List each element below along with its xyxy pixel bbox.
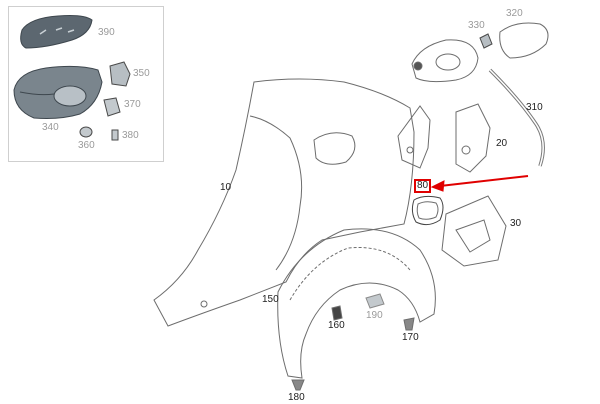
part-150-liner xyxy=(277,228,436,379)
highlight-arrow-head xyxy=(430,180,445,192)
part-160-clip xyxy=(331,305,343,321)
part-360-plug xyxy=(79,126,93,138)
part-190-clip xyxy=(365,293,385,309)
callout-390[interactable]: 390 xyxy=(98,27,115,38)
callout-20[interactable]: 20 xyxy=(496,138,508,149)
callout-10[interactable]: 10 xyxy=(220,182,232,193)
callout-30[interactable]: 30 xyxy=(510,218,522,229)
part-390-cover xyxy=(20,15,93,49)
part-10-quarter-panel xyxy=(153,78,415,327)
part-180-fastener xyxy=(291,379,305,391)
part-330-clip xyxy=(479,33,493,49)
part-370-actuator xyxy=(103,97,121,117)
callout-150[interactable]: 150 xyxy=(262,294,279,305)
callout-320[interactable]: 320 xyxy=(506,8,523,19)
callout-340[interactable]: 340 xyxy=(42,122,59,133)
callout-350[interactable]: 350 xyxy=(133,68,150,79)
part-350-latch xyxy=(109,61,131,87)
callout-160[interactable]: 160 xyxy=(328,320,345,331)
part-380-pin xyxy=(111,129,119,141)
part-80-gasket xyxy=(411,195,444,226)
callout-170[interactable]: 170 xyxy=(402,332,419,343)
part-20-bracket xyxy=(455,103,491,173)
highlight-arrow-line xyxy=(439,175,529,187)
callout-370[interactable]: 370 xyxy=(124,99,141,110)
callout-380[interactable]: 380 xyxy=(122,130,139,141)
part-filler-housing xyxy=(411,39,479,83)
part-10-fuel-opening xyxy=(313,132,356,165)
part-170-screw xyxy=(403,317,415,331)
part-30-panel xyxy=(441,195,507,267)
callout-80[interactable]: 80 xyxy=(417,180,429,191)
callout-360[interactable]: 360 xyxy=(78,140,95,151)
callout-190[interactable]: 190 xyxy=(366,310,383,321)
callout-180[interactable]: 180 xyxy=(288,392,305,403)
part-bracket-left xyxy=(397,105,431,169)
highlight-box-80 xyxy=(414,179,431,193)
part-310-hose xyxy=(488,68,545,167)
inset-detail-panel xyxy=(8,6,164,162)
callout-310[interactable]: 310 xyxy=(526,102,543,113)
callout-330[interactable]: 330 xyxy=(468,20,485,31)
part-320-fuel-door xyxy=(499,22,549,59)
